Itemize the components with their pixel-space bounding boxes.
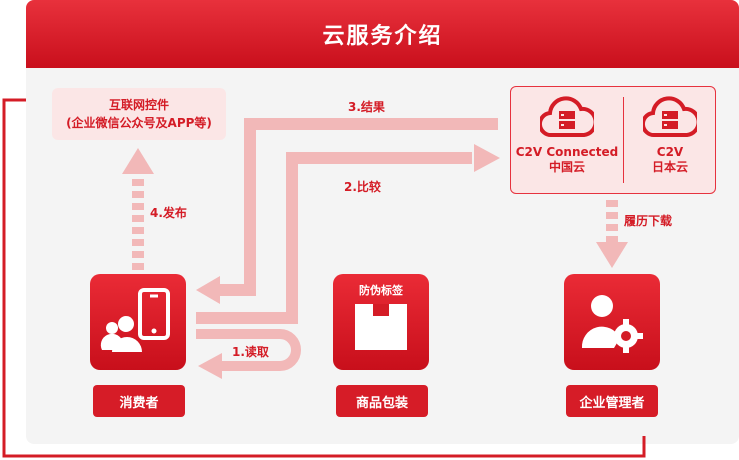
- download-arrow-label: 履历下载: [624, 214, 673, 228]
- enterprise-tile: [564, 274, 660, 370]
- china-cloud: C2V Connected 中国云: [511, 95, 623, 175]
- publish-arrow: [122, 148, 154, 270]
- consumer-tile: [90, 274, 186, 370]
- enterprise-label: 企业管理者: [566, 385, 658, 417]
- cloud-divider: [623, 97, 624, 183]
- header-bar: 云服务介绍: [26, 0, 739, 68]
- read-arrow: [196, 329, 301, 379]
- cloud-server-icon: [540, 96, 594, 138]
- consumer-phone-icon: [100, 288, 170, 352]
- compare-arrow: [196, 144, 500, 324]
- cloud-services-box: C2V Connected 中国云 C2V 日本云: [510, 86, 716, 194]
- result-arrow: [196, 118, 498, 304]
- page-title: 云服务介绍: [322, 24, 443, 49]
- china-cloud-region: 中国云: [548, 160, 585, 174]
- japan-cloud-name: C2V: [656, 145, 684, 159]
- japan-cloud-region: 日本云: [651, 160, 688, 174]
- publish-arrow-label: 4.发布: [150, 206, 187, 220]
- package-tile: 防伪标签: [333, 274, 429, 370]
- internet-controls-title: 互联网控件: [108, 98, 169, 112]
- china-cloud-name: C2V Connected: [515, 145, 619, 159]
- japan-cloud: C2V 日本云: [624, 95, 716, 175]
- anti-counterfeit-tag-label: 防伪标签: [359, 284, 403, 297]
- consumer-label: 消费者: [93, 385, 185, 417]
- internet-controls-box: 互联网控件 (企业微信公众号及APP等): [52, 88, 226, 140]
- admin-gear-icon: [581, 295, 643, 353]
- package-label: 商品包装: [336, 385, 428, 417]
- diagram-panel: 云服务介绍: [26, 0, 739, 444]
- read-arrow-label: 1.读取: [232, 345, 269, 359]
- download-arrow: [596, 200, 628, 268]
- package-box-icon: [355, 304, 407, 350]
- result-arrow-label: 3.结果: [348, 100, 385, 114]
- compare-arrow-label: 2.比较: [344, 180, 381, 194]
- cloud-server-icon: [643, 96, 697, 138]
- internet-controls-subtitle: (企业微信公众号及APP等): [66, 116, 212, 130]
